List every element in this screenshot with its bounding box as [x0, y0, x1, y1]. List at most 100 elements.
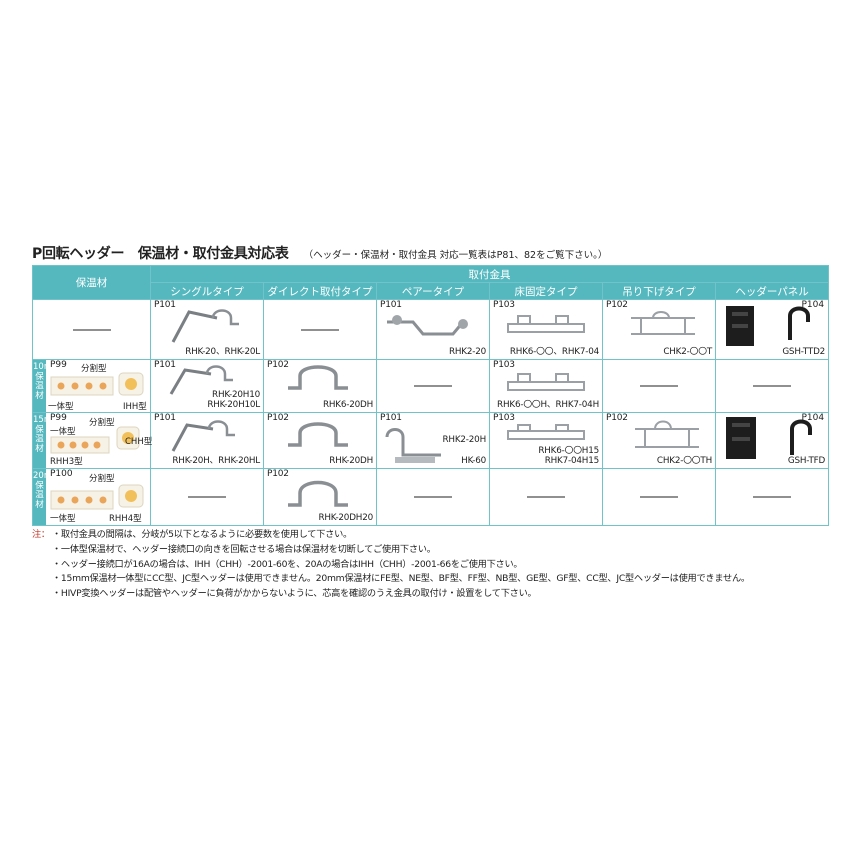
cell-hanging	[602, 468, 716, 526]
page-ref: P102	[606, 300, 628, 310]
note-line: ・15mm保温材一体型にCC型、JC型ヘッダーは使用できません。20mm保温材に…	[52, 573, 750, 585]
page-ref: P102	[606, 413, 628, 423]
note-line: ・ヘッダー接続口が16Aの場合は、IHH（CHH）-2001-60を、20Aの場…	[52, 558, 523, 570]
pair-bracket-image	[385, 428, 441, 463]
insulation-thickness-label: 10mm保温材	[33, 360, 60, 412]
split-type-label: 分割型	[81, 364, 107, 374]
single-bracket-image	[169, 365, 233, 395]
fitting-label: RHK-20DH	[329, 456, 373, 466]
page-ref: P102	[267, 413, 289, 423]
cell-floor: P103 RHK6-〇〇H15 RHK7-04H15	[489, 412, 603, 469]
dash	[301, 329, 339, 330]
page-title: P回転ヘッダー 保温材・取付金具対応表	[32, 246, 289, 262]
cell-panel: P104 GSH-TFD	[714, 412, 830, 469]
page-ref: P102	[267, 360, 289, 370]
page-subtitle: （ヘッダー・保温材・取付金具 対応一覧表はP81、82をご覧下さい。）	[303, 250, 608, 261]
dash	[414, 496, 452, 498]
page-ref: P102	[267, 469, 289, 479]
insulation-cell-15mm: 15mm保温材 P99 分割型 一体型 CHH型 RHH3型	[32, 412, 153, 469]
direct-bracket-image	[288, 365, 348, 390]
note-mark: 注：	[32, 529, 50, 540]
split-type-label: 分割型	[89, 474, 115, 484]
insulation-thickness-label: 15mm保温材	[33, 413, 60, 468]
fitting-label: HK-60	[461, 456, 486, 466]
cell-floor: P103 RHK6-〇〇、RHK7-04	[489, 299, 603, 360]
header-panel: ヘッダーパネル	[714, 282, 830, 300]
page-ref: P101	[154, 300, 176, 310]
page-ref: P104	[801, 413, 825, 423]
fitting-label: RHK-20H10	[212, 390, 260, 400]
cell-single: P101 RHK-20、RHK-20L	[150, 299, 264, 360]
insulation-cell-none	[32, 299, 151, 360]
dash	[414, 385, 452, 387]
cell-direct	[263, 299, 377, 360]
cell-panel	[714, 468, 830, 526]
cell-single: P101 RHK-20H10 RHK-20H10L	[150, 359, 264, 413]
page-ref: P103	[493, 300, 515, 310]
floor-bracket-image	[507, 424, 585, 440]
fitting-label: RHK6-20DH	[322, 400, 373, 410]
page-ref: P100	[50, 469, 73, 479]
fitting-label: RHK6-〇〇H15	[538, 446, 599, 456]
insulation-cell-20mm: 20mm保温材 P100 分割型 一体型 RHH4型	[32, 468, 151, 526]
table-row: P101 RHK-20、RHK-20L P101 RHK2-20 P103 RH…	[32, 299, 830, 360]
cell-hanging	[602, 359, 716, 413]
fitting-label: RHK6-〇〇、RHK7-04	[509, 347, 599, 357]
integral-type-label: 一体型	[50, 427, 76, 437]
insulation-image	[50, 426, 140, 454]
cell-hanging: P102 CHK2-〇〇TH	[602, 412, 716, 469]
hanging-bracket-image	[631, 311, 695, 335]
page-ref: P104	[801, 300, 825, 310]
cell-pair: P101 RHK2-20	[376, 299, 490, 360]
insulation-cell-10mm: 10mm保温材 P99 分割型 一体型 IHH型	[32, 359, 151, 413]
fitting-label: CHK2-〇〇T	[663, 347, 712, 357]
cell-panel	[714, 359, 830, 413]
header-floor-type: 床固定タイプ	[489, 282, 603, 300]
page-ref: P101	[380, 413, 402, 423]
page-ref: P101	[154, 360, 176, 370]
header-single-type: シングルタイプ	[150, 282, 264, 300]
fitting-label: RHK2-20H	[442, 435, 487, 445]
dash	[640, 496, 678, 498]
floor-bracket-image	[507, 315, 585, 333]
cell-direct: P102 RHK6-20DH	[263, 359, 377, 413]
dash	[640, 385, 678, 387]
single-bracket-image	[171, 309, 239, 343]
cell-single	[150, 468, 264, 526]
table-row: 10mm保温材 P99 分割型 一体型 IHH型 P101 RHK-20H10 …	[32, 359, 830, 413]
dash	[753, 496, 792, 498]
direct-bracket-image	[288, 480, 348, 507]
header-pair-type: ペアータイプ	[376, 282, 490, 300]
header-direct-type: ダイレクト取付タイプ	[263, 282, 377, 300]
cell-direct: P102 RHK-20DH	[263, 412, 377, 469]
cell-direct: P102 RHK-20DH20	[263, 468, 377, 526]
dash	[753, 385, 792, 387]
fitting-label: RHK-20、RHK-20L	[185, 347, 260, 357]
dash	[72, 329, 111, 330]
note-line: ・一体型保温材で、ヘッダー接続口の向きを回転させる場合は保温材を切断してご使用下…	[52, 543, 436, 555]
fitting-label: GSH-TTD2	[782, 347, 826, 357]
chh-type-label: CHH型	[125, 437, 153, 447]
page-ref: P99	[50, 360, 67, 370]
header-hanging-type: 吊り下げタイプ	[602, 282, 716, 300]
ihh-type-label: IHH型	[123, 402, 147, 412]
fitting-label: GSH-TFD	[787, 456, 826, 466]
header-fittings: 取付金具	[149, 265, 830, 283]
cell-pair	[376, 468, 490, 526]
title-row: P回転ヘッダー 保温材・取付金具対応表 （ヘッダー・保温材・取付金具 対応一覧表…	[32, 243, 607, 263]
fitting-label: RHK2-20	[448, 347, 486, 357]
fitting-label: RHK-20H、RHK-20HL	[172, 456, 260, 466]
page-ref: P99	[50, 413, 67, 423]
page-ref: P101	[154, 413, 176, 423]
pair-bracket-image	[387, 315, 468, 336]
floor-bracket-image	[507, 373, 585, 391]
direct-bracket-image	[288, 422, 348, 447]
cell-panel: P104 GSH-TTD2	[714, 299, 830, 360]
header-panel-image	[726, 306, 810, 346]
single-bracket-image	[171, 420, 235, 452]
integral-type-label: 一体型	[48, 402, 74, 412]
insulation-thickness-label: 20mm保温材	[33, 469, 60, 525]
split-type-label: 分割型	[89, 418, 115, 428]
compatibility-table: 保温材 取付金具 シングルタイプ ダイレクト取付タイプ ペアータイプ 床固定タイ…	[32, 265, 830, 526]
cell-pair	[376, 359, 490, 413]
